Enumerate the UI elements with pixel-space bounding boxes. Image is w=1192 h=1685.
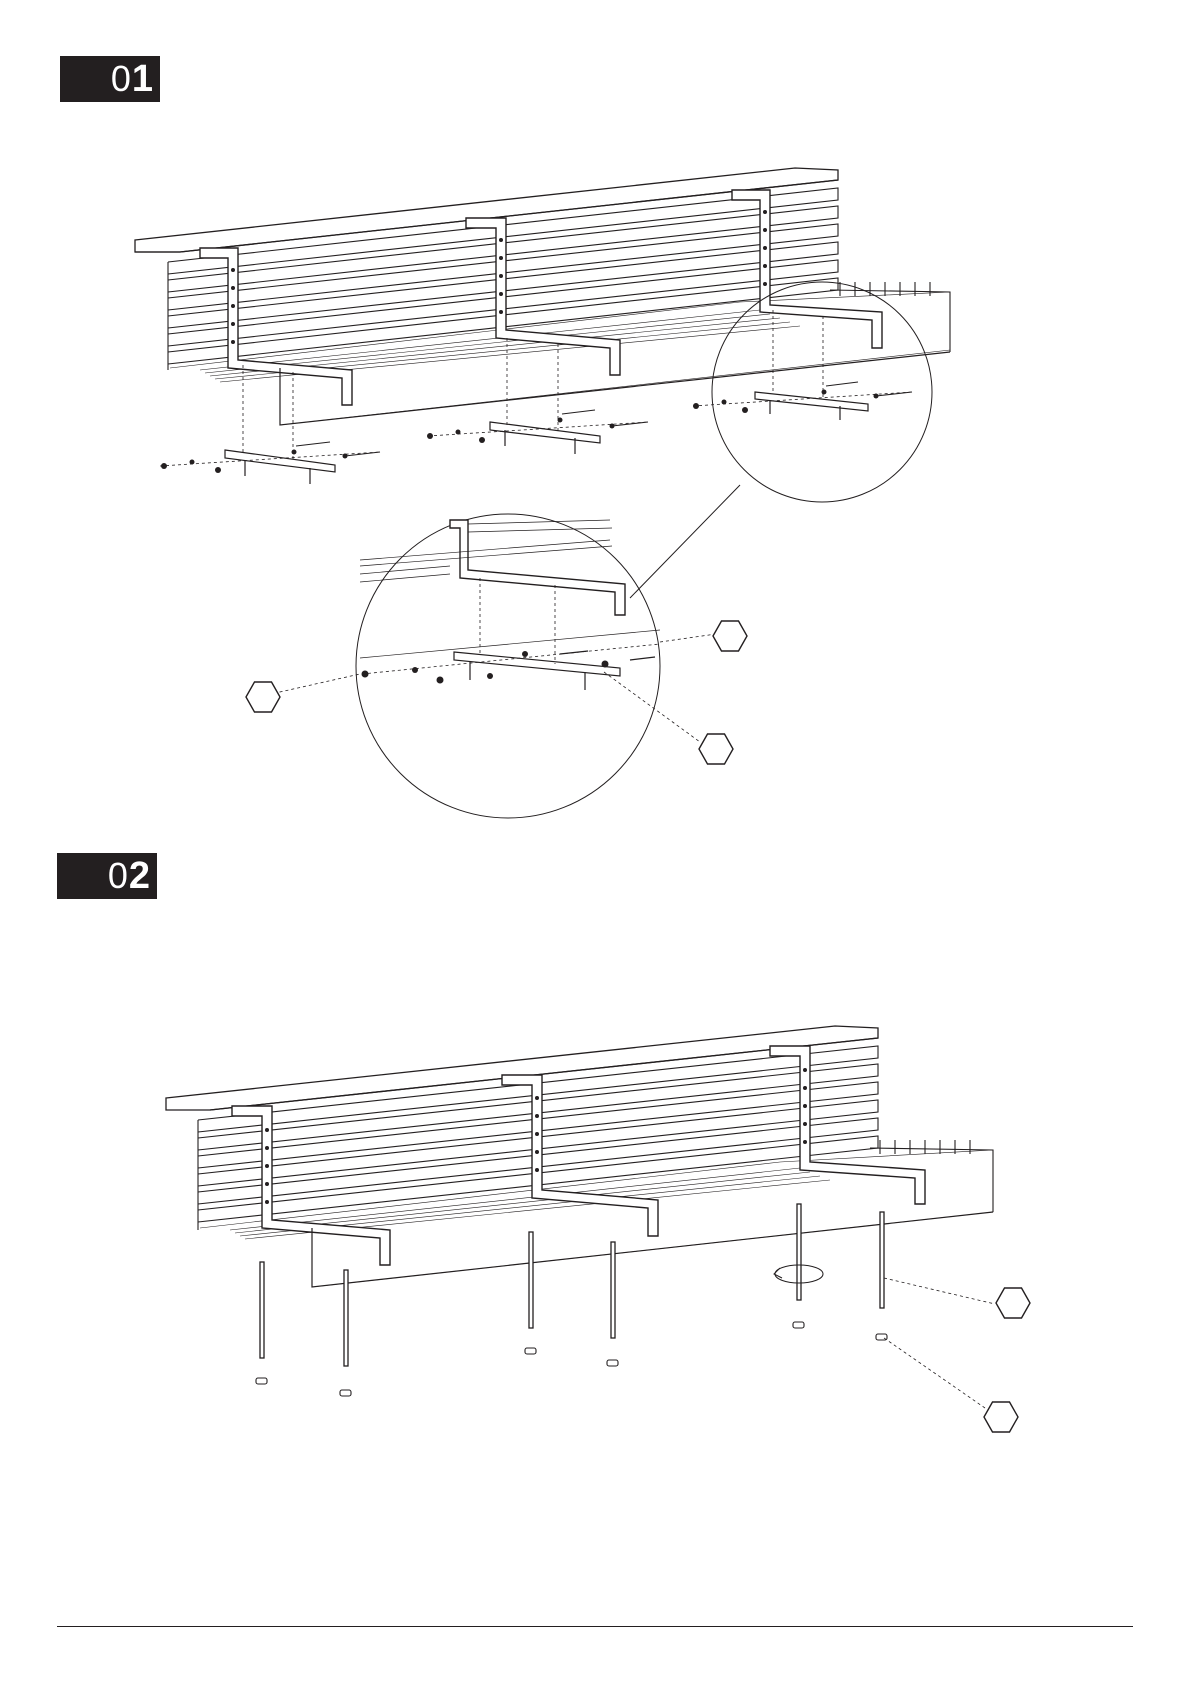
bolts-step1 [296, 382, 912, 456]
hex-callout-icon [713, 621, 747, 651]
detail-magnifier-zoom [262, 514, 716, 818]
lower-rail-middle [490, 422, 600, 454]
leg-caps [256, 1322, 887, 1396]
bracket-right [770, 1046, 925, 1204]
hex-callout-icon [699, 734, 733, 764]
hex-callout-icon [246, 682, 280, 712]
bench-step2 [166, 1026, 995, 1408]
detail-magnifier-source [630, 282, 932, 598]
hex-callout-icon [996, 1288, 1030, 1318]
bench-step1 [135, 168, 950, 484]
bracket-middle [502, 1075, 658, 1236]
lower-rail-left [225, 450, 335, 484]
hex-callout-icon [984, 1402, 1018, 1432]
bracket-middle [466, 218, 620, 375]
footer-divider [57, 1626, 1133, 1627]
